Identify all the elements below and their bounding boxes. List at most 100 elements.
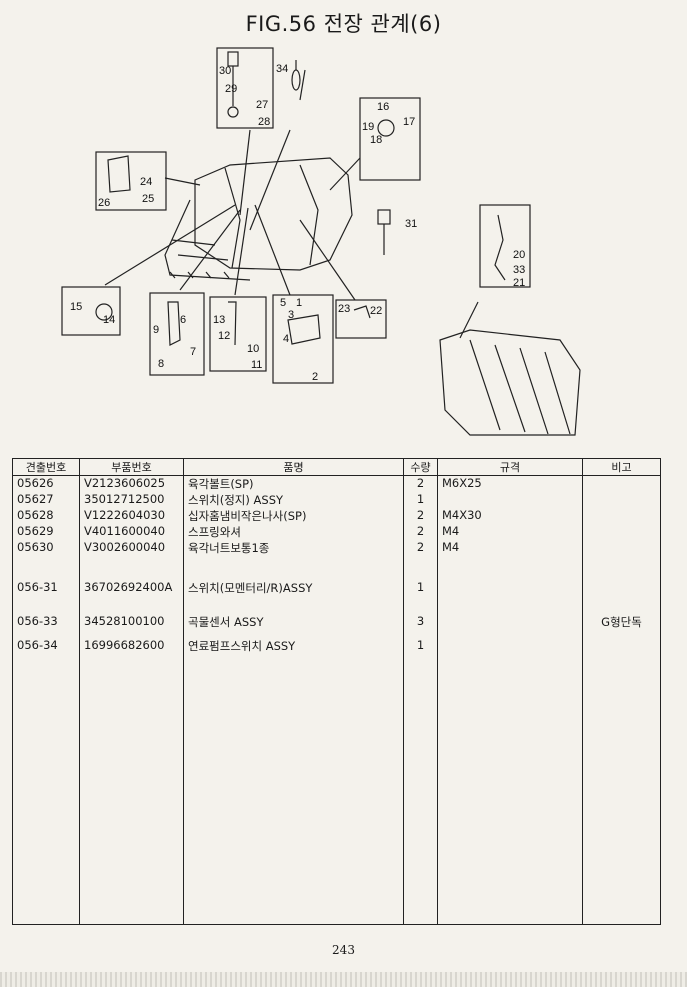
header-part-no: 부품번호	[79, 458, 184, 476]
cell-name: 스위치(정지) ASSY	[183, 492, 404, 508]
header-name: 품명	[183, 458, 404, 476]
cell-note	[582, 475, 661, 492]
table-row: 05629 V4011600040 스프링와셔 2 M4	[12, 524, 661, 540]
page-number: 243	[332, 943, 355, 957]
table-header-row: 견출번호 부품번호 품명 수량 규격 비고	[12, 458, 661, 476]
exploded-diagram: 30 29 27 28 34 16 19 17 18 24 26 25 31 2…	[61, 47, 581, 436]
callout-14: 14	[103, 314, 115, 326]
cell-index: 05629	[12, 524, 80, 540]
cell-part-no: V2123606025	[79, 475, 184, 492]
callout-12: 12	[218, 330, 230, 342]
table-row: 056-34 16996682600 연료펌프스위치 ASSY 1	[12, 638, 661, 654]
cell-spec	[437, 556, 583, 580]
table-row: 05630 V3002600040 육각너트보통1종 2 M4	[12, 540, 661, 556]
header-index: 견출번호	[12, 458, 80, 476]
table-row	[12, 596, 661, 614]
cell-qty: 2	[403, 508, 438, 524]
callout-27: 27	[256, 99, 268, 111]
cell-part-no: V3002600040	[79, 540, 184, 556]
cell-name: 곡물센서 ASSY	[183, 614, 404, 638]
callout-29: 29	[225, 83, 237, 95]
callout-19: 19	[362, 121, 374, 133]
callout-33: 33	[513, 264, 525, 276]
table-row: 05627 35012712500 스위치(정지) ASSY 1	[12, 492, 661, 508]
cell-name: 십자홈냄비작은나사(SP)	[183, 508, 404, 524]
callout-13: 13	[213, 314, 225, 326]
callout-1: 1	[296, 297, 302, 309]
callout-24: 24	[140, 176, 152, 188]
header-qty: 수량	[403, 458, 438, 476]
table-row: 056-33 34528100100 곡물센서 ASSY 3 G형단독	[12, 614, 661, 638]
callout-8: 8	[158, 358, 164, 370]
cell-qty: 1	[403, 492, 438, 508]
callout-17: 17	[403, 116, 415, 128]
header-spec: 규격	[437, 458, 583, 476]
parts-table: 견출번호 부품번호 품명 수량 규격 비고 05626 V2123606025 …	[12, 458, 661, 925]
cell-index: 05626	[12, 475, 80, 492]
cell-note	[582, 540, 661, 556]
scan-edge-strip	[0, 972, 687, 987]
callout-20: 20	[513, 249, 525, 261]
cell-spec: M4	[437, 540, 583, 556]
table-row: 05626 V2123606025 육각볼트(SP) 2 M6X25	[12, 475, 661, 492]
cell-spec: M4X30	[437, 508, 583, 524]
cell-qty: 3	[403, 614, 438, 638]
page-title: FIG.56 전장 관계(6)	[245, 12, 442, 36]
cell-part-no: 36702692400A	[79, 580, 184, 596]
cell-part-no: V1222604030	[79, 508, 184, 524]
table-row	[12, 556, 661, 580]
cell-index: 056-31	[12, 580, 80, 596]
callout-22: 22	[370, 305, 382, 317]
cell-index: 05628	[12, 508, 80, 524]
cell-part-no: 35012712500	[79, 492, 184, 508]
cell-part-no: 16996682600	[79, 638, 184, 654]
callout-26: 26	[98, 197, 110, 209]
cell-part-no	[79, 556, 184, 580]
callout-7: 7	[190, 346, 196, 358]
cell-index	[12, 556, 80, 580]
cell-qty	[403, 596, 438, 614]
parts-table-container: 견출번호 부품번호 품명 수량 규격 비고 05626 V2123606025 …	[12, 458, 661, 934]
cell-note	[582, 596, 661, 614]
cell-index: 056-34	[12, 638, 80, 654]
callout-11: 11	[251, 359, 262, 371]
cell-index: 05627	[12, 492, 80, 508]
cell-spec: M6X25	[437, 475, 583, 492]
callout-6: 6	[180, 314, 186, 326]
cell-part-no: V4011600040	[79, 524, 184, 540]
table-row: 05628 V1222604030 십자홈냄비작은나사(SP) 2 M4X30	[12, 508, 661, 524]
table-filler-row	[12, 654, 661, 925]
cell-spec	[437, 638, 583, 654]
callout-30: 30	[219, 65, 231, 77]
cell-spec	[437, 614, 583, 638]
cell-note	[582, 638, 661, 654]
cell-note	[582, 492, 661, 508]
callout-31: 31	[405, 218, 417, 230]
cell-name: 스위치(모멘터리/R)ASSY	[183, 580, 404, 596]
cell-qty: 2	[403, 475, 438, 492]
cell-index: 05630	[12, 540, 80, 556]
cell-index: 056-33	[12, 614, 80, 638]
cell-note	[582, 524, 661, 540]
cell-name	[183, 596, 404, 614]
callout-3: 3	[288, 309, 294, 321]
cell-spec	[437, 596, 583, 614]
callout-23: 23	[338, 303, 350, 315]
table-row: 056-31 36702692400A 스위치(모멘터리/R)ASSY 1	[12, 580, 661, 596]
cell-note	[582, 508, 661, 524]
callout-16: 16	[377, 101, 389, 113]
cell-name: 연료펌프스위치 ASSY	[183, 638, 404, 654]
callout-4: 4	[283, 333, 289, 345]
cell-note: G형단독	[582, 614, 661, 638]
callout-2: 2	[312, 371, 318, 383]
cell-name: 육각볼트(SP)	[183, 475, 404, 492]
cell-index	[12, 596, 80, 614]
callout-9: 9	[153, 324, 159, 336]
callout-25: 25	[142, 193, 154, 205]
cell-note	[582, 580, 661, 596]
callout-21: 21	[513, 277, 525, 289]
callout-5: 5	[280, 297, 286, 309]
cell-qty	[403, 556, 438, 580]
cell-qty: 2	[403, 524, 438, 540]
callout-15: 15	[70, 301, 82, 313]
